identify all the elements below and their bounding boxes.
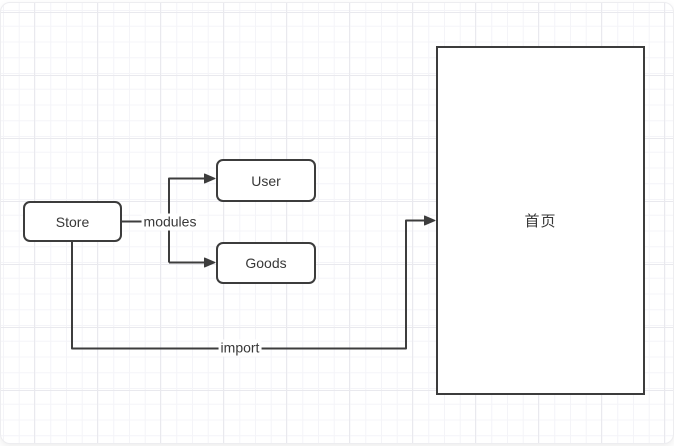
edge-label-modules[interactable]: modules (141, 213, 199, 231)
connector-modules-goods[interactable] (169, 257, 216, 268)
arrowhead-icon (204, 173, 216, 184)
connector-store-import-home[interactable] (71, 215, 436, 350)
arrowhead-icon (204, 257, 216, 268)
connectors-layer (71, 173, 436, 350)
node-user-label: User (251, 172, 281, 189)
connector-modules-user[interactable] (168, 173, 216, 263)
arrowhead-icon (424, 215, 436, 226)
node-goods-label: Goods (245, 255, 287, 271)
node-home-page[interactable]: 首页 (436, 46, 645, 395)
edge-label-import[interactable]: import (218, 339, 262, 357)
node-user[interactable]: User (216, 159, 316, 202)
node-store-label: Store (55, 213, 90, 230)
node-store[interactable]: Store (23, 201, 122, 242)
node-goods[interactable]: Goods (216, 242, 316, 284)
node-home-label: 首页 (524, 213, 557, 230)
